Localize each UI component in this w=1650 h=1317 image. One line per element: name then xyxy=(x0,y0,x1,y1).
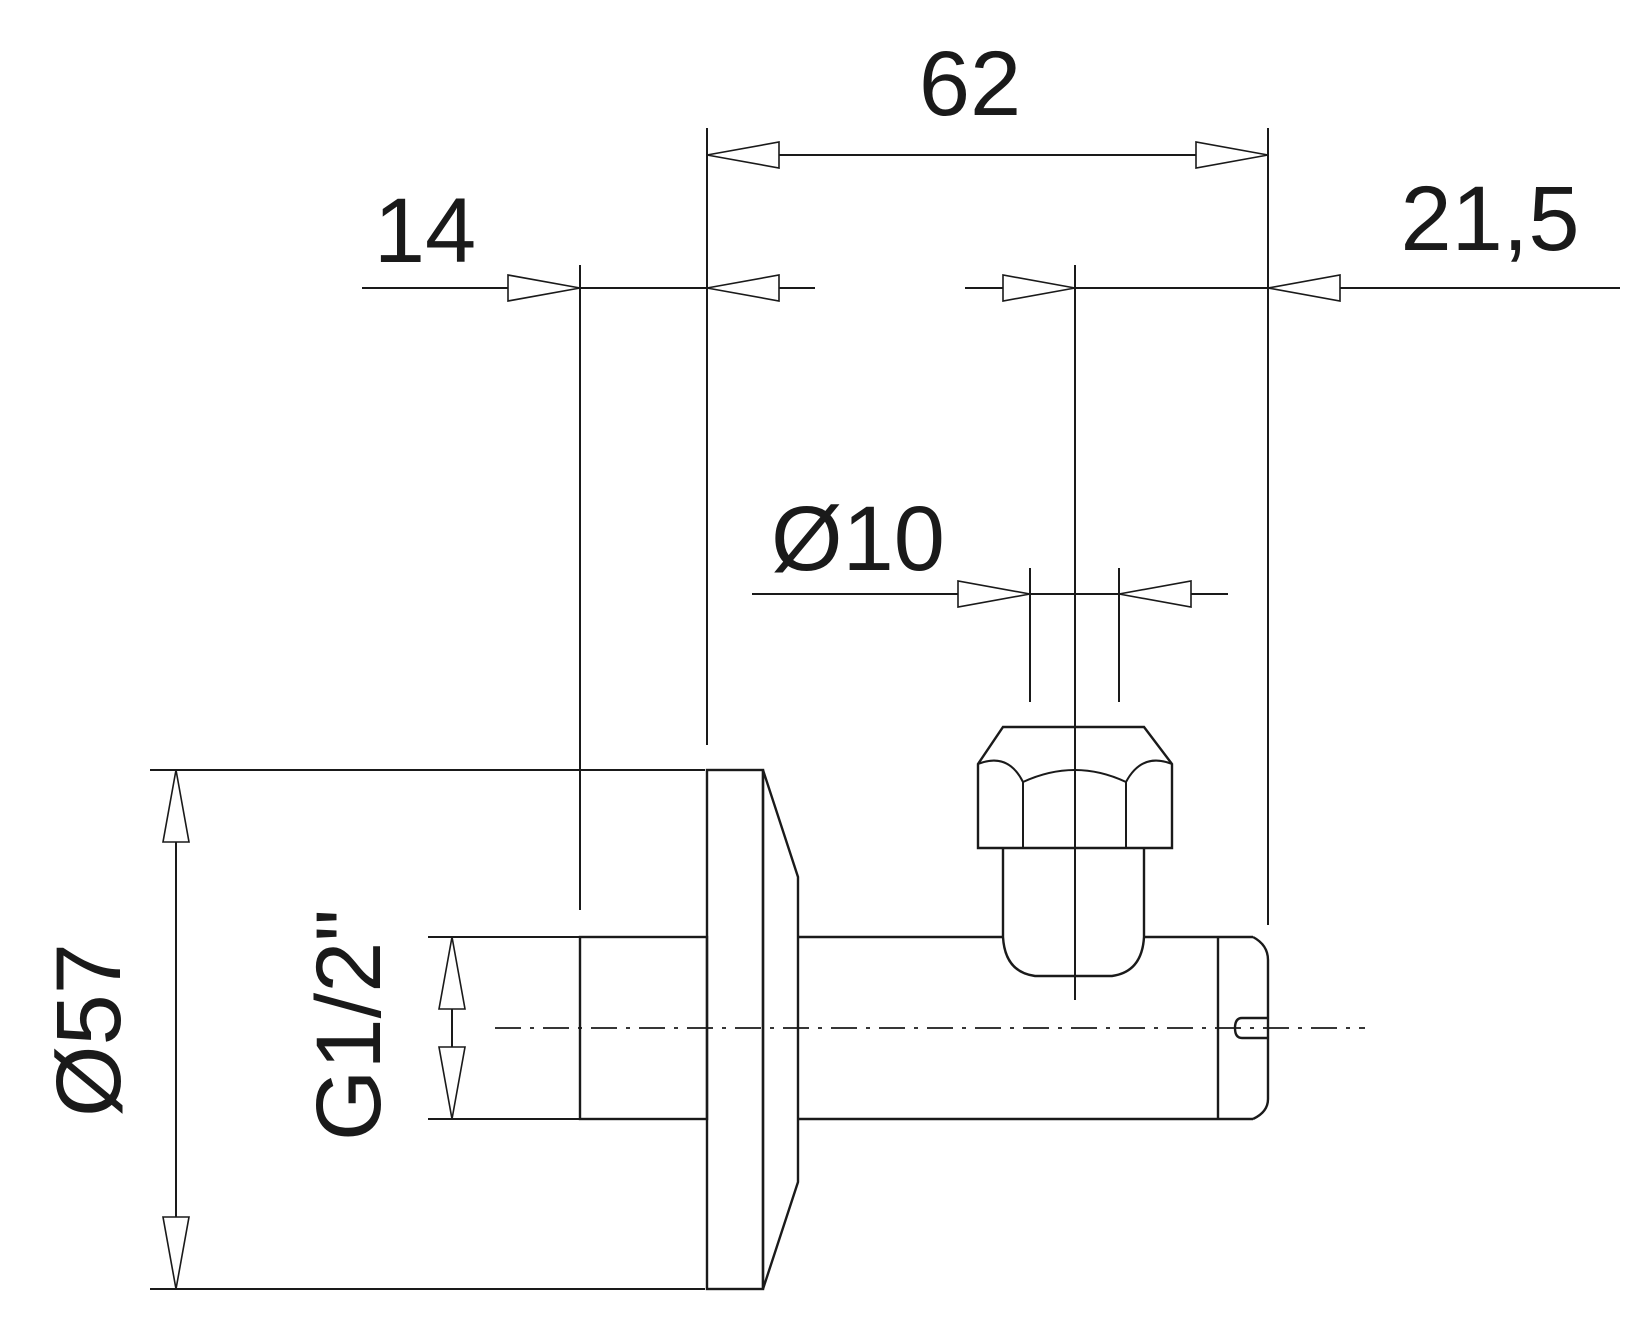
compression-nut-flats xyxy=(977,759,1173,848)
dimension-14-label: 14 xyxy=(374,180,476,282)
dimension-14: 14 xyxy=(362,180,815,910)
body-tube xyxy=(798,935,1253,1121)
flange-plate xyxy=(705,768,765,1291)
dimension-o57: Ø57 xyxy=(38,769,705,1290)
outlet-stem xyxy=(1001,848,1146,978)
dimension-62-label: 62 xyxy=(919,33,1021,135)
dimension-o57-label: Ø57 xyxy=(38,943,140,1117)
dimension-21-5-label: 21,5 xyxy=(1400,168,1579,270)
dimension-g1-2-label: G1/2" xyxy=(298,909,400,1141)
flange-cone xyxy=(761,769,800,1290)
dimension-o10-label: Ø10 xyxy=(771,488,945,590)
dimension-o10: Ø10 xyxy=(752,488,1228,702)
dimension-g1-2: G1/2" xyxy=(298,909,580,1141)
dimension-62: 62 xyxy=(706,33,1269,925)
valve-body xyxy=(495,640,1365,1291)
dimension-21-5: 21,5 xyxy=(965,168,1620,1000)
